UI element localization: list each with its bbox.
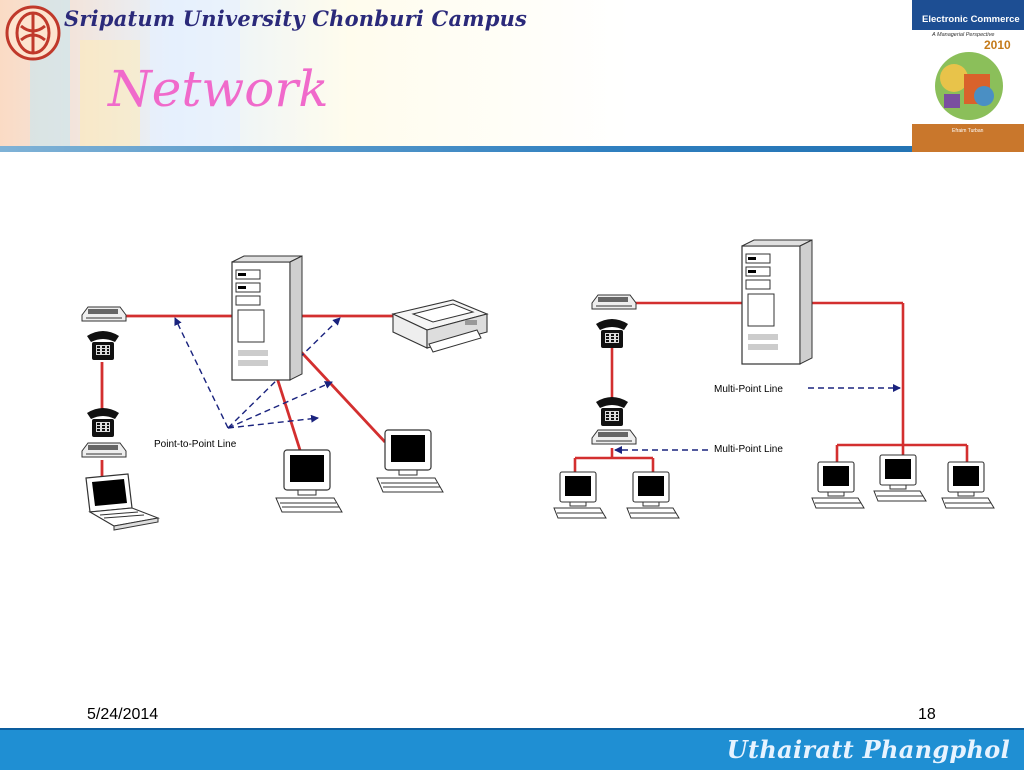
- book-cover-artwork-icon: [935, 52, 1003, 120]
- computer-icon: [376, 429, 444, 493]
- modem-icon: [81, 442, 127, 458]
- book-cover-subtitle: A Managerial Perspective: [932, 32, 995, 38]
- multi-point-label-bottom: Multi-Point Line: [714, 444, 783, 455]
- laptop-icon: [85, 473, 159, 531]
- header-decor-block: [150, 0, 240, 150]
- multi-point-label-top: Multi-Point Line: [714, 384, 783, 395]
- modem-icon: [591, 294, 637, 310]
- telephone-icon: [87, 331, 119, 360]
- server-icon: [231, 255, 303, 381]
- telephone-icon: [87, 408, 119, 437]
- header-divider: [0, 146, 1024, 152]
- telephone-icon: [596, 319, 628, 348]
- arrow-line: [227, 381, 333, 429]
- point-to-point-label: Point-to-Point Line: [154, 439, 237, 450]
- computer-icon: [275, 449, 343, 513]
- computer-icon: [553, 471, 607, 519]
- book-cover-band: [912, 0, 1024, 30]
- slide-number: 18: [918, 706, 936, 723]
- university-logo-icon: [5, 5, 61, 61]
- modem-icon: [591, 429, 637, 445]
- multi-point-network: Multi-Point Line Multi-Point Line: [553, 239, 995, 519]
- page-title: Network: [108, 60, 329, 118]
- slide-date: 5/24/2014: [87, 706, 159, 723]
- computer-icon: [811, 461, 865, 509]
- server-icon: [741, 239, 813, 365]
- computer-icon: [941, 461, 995, 509]
- book-cover-title: Electronic Commerce: [922, 14, 1020, 25]
- university-name: Sripatum University Chonburi Campus: [64, 6, 528, 31]
- book-cover-author: Efraim Turban: [952, 128, 984, 134]
- arrow-line: [227, 317, 341, 429]
- printer-icon: [392, 299, 488, 353]
- book-cover-image: Electronic Commerce A Managerial Perspec…: [912, 0, 1024, 152]
- point-to-point-network: Point-to-Point Line: [81, 255, 488, 531]
- modem-icon: [81, 306, 127, 322]
- computer-icon: [626, 471, 680, 519]
- arrow-line: [227, 414, 319, 429]
- header-decor-block: [80, 40, 140, 150]
- book-cover-footer-band: [912, 124, 1024, 152]
- book-cover-year: 2010: [984, 38, 1011, 52]
- computer-icon: [873, 454, 927, 502]
- slide-header: Sripatum University Chonburi Campus Netw…: [0, 0, 1024, 155]
- arrow-line: [174, 317, 229, 429]
- telephone-icon: [596, 397, 628, 426]
- link-line: [288, 339, 387, 443]
- slide-footer: Uthairatt Phangphol: [0, 728, 1024, 770]
- presenter-name: Uthairatt Phangphol: [726, 735, 1010, 764]
